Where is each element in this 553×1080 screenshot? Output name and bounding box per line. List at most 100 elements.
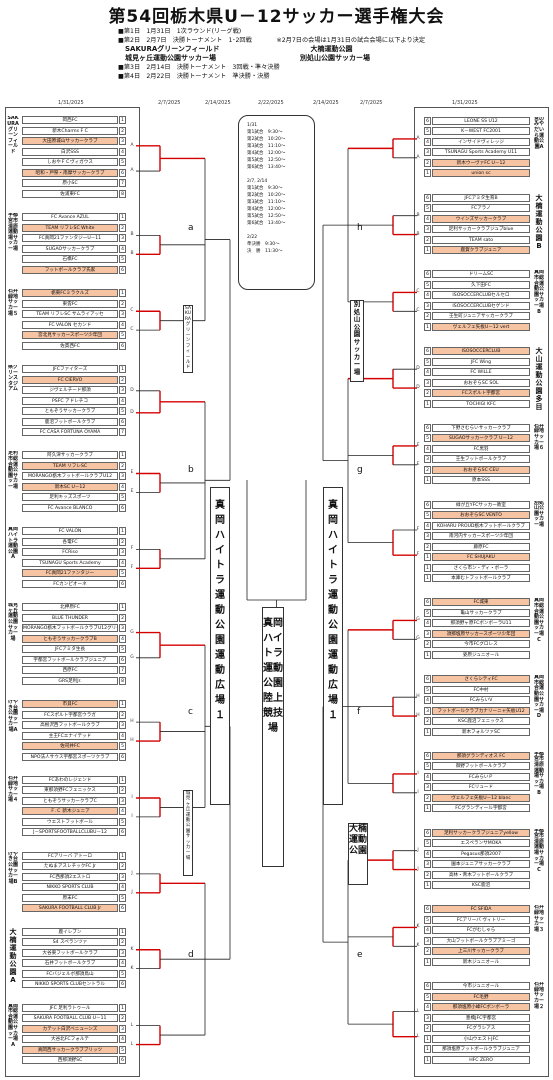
block-letter-e: e [357,950,363,960]
team-name: FC VALON セカンド [22,320,118,329]
team-name: GRS足利Jr. [22,676,118,685]
team-name: 宮北見サッカースポーツ少年団 [22,331,118,340]
team-number: 4 [424,772,431,781]
group-marker: I [131,813,133,819]
team-number: 4 [119,634,126,643]
team-name: 昭和・戸祭・南摩サッカークラブ [22,168,118,177]
team-number: 4 [424,849,431,858]
team-number: 3 [424,532,431,541]
team-number: 5 [424,839,431,848]
team-number: 6 [424,347,431,356]
team-number: 2 [119,537,126,546]
block-letter-a: a [188,223,194,233]
group-marker: A [130,168,134,174]
team-number: 2 [119,223,126,232]
group-marker: K [416,924,420,930]
team-number: 8 [119,189,126,198]
team-number: 1 [424,881,431,890]
team-name: 須那塩原サッカースポーツ少年団 [432,629,530,638]
team-number: 3 [119,948,126,957]
team-number: 6 [424,828,431,837]
team-name: FCグラシアス [432,1024,530,1033]
team-number: 6 [424,193,431,202]
time-panel-line [247,171,306,178]
team-number: 2 [424,312,431,321]
team-number: 4 [424,1003,431,1012]
team-name: FC SFIDA [432,905,530,914]
team-number: 6 [119,655,126,664]
team-number: 2 [424,717,431,726]
team-number: 1 [119,451,126,460]
group-marker: B [416,231,420,237]
team-name: HFC ZERO [432,1055,530,1064]
right-venue-label-6: 真岡市総合運動公園サッカー場C [533,598,544,643]
team-number: 1 [119,927,126,936]
team-name: JFCアミタ生育B [432,193,530,202]
team-name: 足利サッカークラブジュブblue [432,225,530,234]
team-name: 姿原ジュニオール [432,650,530,659]
team-name: さくらシティFC [432,675,530,684]
team-name: ともぞうサッカークラブB [22,634,118,643]
team-name: K－WEST FC2001 [432,127,530,136]
team-name: 原本SSS [432,476,530,485]
venue-box-center-final: 真岡ハイトラ運動公園陸上競技場 [262,607,284,867]
team-number: 2 [424,1024,431,1033]
team-name: さくら市ン・ディ・ボーラ [432,563,530,572]
group-marker: A [416,135,420,141]
time-panel-line: 2/22 [247,235,258,240]
team-name: SAKURA FOOTBALL CLUB U－11 [22,1014,118,1023]
left-frame [5,107,140,1077]
team-number: 1 [119,527,126,536]
team-number: 2 [424,542,431,551]
group-marker: B [416,212,420,218]
left-venue-label-7: けやき台公園サッカー場A [7,700,18,734]
team-number: 3 [424,1013,431,1022]
team-number: 5 [424,992,431,1001]
group-marker: J [131,870,133,876]
team-number: 5 [119,645,126,654]
team-name: 鹿イレブン [22,927,118,936]
team-name: 東那須野FCフェニックス [22,786,118,795]
team-number: 2 [119,613,126,622]
group-marker: C [130,327,134,333]
team-name: 西原FC [22,666,118,675]
team-number: 2 [119,375,126,384]
team-number: 7 [119,179,126,188]
team-number: 4 [119,396,126,405]
team-name: フットボールクラブ氏家 [22,265,118,274]
team-number: 3 [119,472,126,481]
team-number: 1 [119,289,126,298]
team-name: NIKKO SPORTS CLUB [22,883,118,892]
block-letter-b: b [188,465,194,475]
team-number: 7 [119,666,126,675]
team-name: 大谷北FCフォルテ [22,1035,118,1044]
team-name: FCあわのレジェンド [22,775,118,784]
team-number: 6 [424,116,431,125]
team-name: FC Avance AZUL [22,213,118,222]
team-number: 6 [424,500,431,509]
team-name: 大谷東フットボールクラブ [22,948,118,957]
team-name: ヴェルフェ矢板U－12 vert [432,322,530,331]
team-name: たぬまアスレチックFC Jr [22,862,118,871]
group-marker: I [417,789,419,795]
team-number: 5 [119,255,126,264]
left-venue-label-2: 石井緑地サッカー場５ [7,289,18,317]
team-name: 市貝FC [22,700,118,709]
team-name: 大山フットボールクラブアミーゴ [432,936,530,945]
page-title: 第54回栃木県U－12サッカー選手権大会 [108,7,445,27]
team-number: 1 [119,116,126,125]
time-panel-line: 第2試合 10:20〜 [247,193,286,198]
team-name: FC真岡21ファンタジーU－11 [22,234,118,243]
team-number: 5 [119,817,126,826]
group-marker: D [416,385,420,391]
group-marker: E [130,489,134,495]
team-name: カテット白沢ベニューンズ [22,1024,118,1033]
team-number: 3 [424,783,431,792]
group-marker: E [416,461,420,467]
right-venue-label-1: 大楠運動公園B [535,193,543,250]
team-name: 本庫むトフットボールクラブ [432,574,530,583]
team-number: 1 [424,322,431,331]
